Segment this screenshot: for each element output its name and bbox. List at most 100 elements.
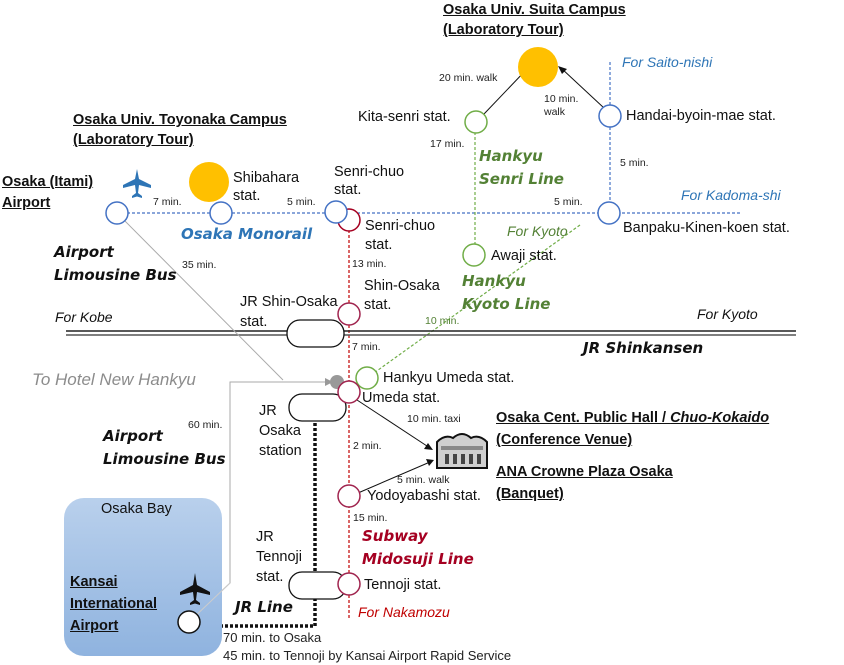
suita-campus-subtitle: (Laboratory Tour): [443, 22, 564, 38]
time-shibahara-senri: 5 min.: [287, 196, 316, 208]
arrow-kita-senri-to-suita: [483, 69, 527, 115]
banquet-title: ANA Crowne Plaza Osaka: [496, 464, 673, 480]
line-name-jr-line: JR Line: [235, 598, 293, 616]
direction-hotel-new-hankyu[interactable]: To Hotel New Hankyu: [32, 370, 196, 389]
line-name-limousine-bottom-1: Airport: [103, 427, 163, 445]
label-handai-byoin-mae: Handai-byoin-mae stat.: [626, 108, 776, 124]
itami-airport-title-2: Airport: [2, 195, 51, 211]
jr-shin-osaka-station: [286, 319, 345, 348]
line-name-monorail: Osaka Monorail: [181, 225, 313, 243]
arrowhead: [424, 443, 433, 450]
arrow-yodoyabashi-to-venue: [357, 461, 431, 494]
time-jr-70: 70 min. to Osaka: [223, 630, 322, 645]
station-kansai-airport[interactable]: [177, 610, 201, 634]
venue-title-italic: Chuo-Kokaido: [670, 410, 770, 426]
venue-title-plain: Osaka Cent. Public Hall /: [496, 410, 671, 426]
time-subway-15: 15 min.: [353, 512, 388, 524]
direction-saito-nishi: For Saito-nishi: [622, 54, 713, 70]
direction-kyoto-hankyu: For Kyoto: [507, 223, 568, 239]
time-walk-5: 5 min. walk: [397, 474, 450, 486]
toyonaka-campus-title: Osaka Univ. Toyonaka Campus: [73, 112, 287, 128]
time-handai-walk-2: walk: [544, 106, 566, 118]
arrowhead: [426, 459, 434, 466]
jr-osaka-station: [288, 393, 347, 422]
direction-kobe: For Kobe: [55, 309, 113, 325]
label-jr-tennoji-3: stat.: [256, 569, 284, 585]
time-taxi-10: 10 min. taxi: [407, 413, 461, 425]
label-tennoji: Tennoji stat.: [364, 577, 442, 593]
time-subway-2: 2 min.: [353, 440, 382, 452]
label-jr-tennoji-1: JR: [256, 529, 274, 545]
label-senri-chuo-mono-1: Senri-chuo: [334, 164, 405, 180]
station-senri-chuo-monorail[interactable]: [324, 200, 348, 224]
time-itami-shibahara: 7 min.: [153, 196, 182, 208]
label-jr-osaka-2: Osaka: [259, 423, 301, 439]
suita-campus-title: Osaka Univ. Suita Campus: [443, 2, 626, 18]
label-umeda: Umeda stat.: [362, 390, 441, 406]
time-hankyu-10: 10 min.: [425, 315, 460, 327]
label-jr-osaka-1: JR: [259, 403, 277, 419]
time-senri-banpaku: 5 min.: [554, 196, 583, 208]
toyonaka-campus-subtitle: (Laboratory Tour): [73, 132, 194, 148]
time-subway-7: 7 min.: [352, 341, 381, 353]
time-kita-senri-walk: 20 min. walk: [439, 72, 498, 84]
label-senri-chuo-mono-2: stat.: [334, 182, 362, 198]
line-name-limousine-top-1: Airport: [54, 243, 114, 261]
hankyu-kyoto-line: [366, 224, 581, 379]
station-itami[interactable]: [105, 201, 129, 225]
building-icon-venue: [436, 433, 488, 469]
time-senri-17: 17 min.: [430, 138, 465, 150]
itami-airport-title: Osaka (Itami): [2, 174, 94, 190]
kansai-airport-title-3: Airport: [70, 618, 119, 634]
airplane-icon-itami: [123, 169, 151, 198]
label-senri-chuo-sub-2: stat.: [365, 237, 393, 253]
station-shibahara[interactable]: [209, 201, 233, 225]
time-subway-13: 13 min.: [352, 258, 387, 270]
label-shibahara-2: stat.: [233, 188, 261, 204]
line-name-shinkansen: JR Shinkansen: [583, 339, 704, 357]
station-shin-osaka[interactable]: [337, 302, 361, 326]
banquet-subtitle: (Banquet): [496, 486, 564, 502]
label-shin-osaka-2: stat.: [364, 297, 392, 313]
station-handai-byoin-mae[interactable]: [598, 104, 622, 128]
venue-title: Osaka Cent. Public Hall / Chuo-Kokaido: [496, 408, 769, 428]
arrow-handai-to-suita: [560, 67, 605, 109]
label-hankyu-umeda: Hankyu Umeda stat.: [383, 370, 515, 386]
station-yodoyabashi[interactable]: [337, 484, 361, 508]
line-name-hankyu-senri-1: Hankyu: [479, 147, 543, 165]
direction-kyoto-jr: For Kyoto: [697, 306, 758, 322]
station-hankyu-umeda[interactable]: [355, 366, 379, 390]
toyonaka-campus-marker: [189, 162, 229, 202]
station-awaji[interactable]: [462, 243, 486, 267]
limousine-bus-route-itami: [116, 212, 284, 381]
suita-campus-marker: [518, 47, 558, 87]
airplane-icon-kansai: [180, 573, 210, 605]
station-banpaku[interactable]: [597, 201, 621, 225]
station-tennoji[interactable]: [337, 572, 361, 596]
kansai-airport-title: Kansai: [70, 574, 118, 590]
time-handai-walk-1: 10 min.: [544, 93, 579, 105]
line-name-midosuji-1: Subway: [362, 527, 428, 545]
direction-kadoma-shi: For Kadoma-shi: [681, 187, 781, 203]
hotel-arrow-head: [325, 378, 333, 386]
label-jr-shin-osaka-1: JR Shin-Osaka: [240, 294, 338, 310]
station-kita-senri[interactable]: [464, 110, 488, 134]
direction-nakamozu: For Nakamozu: [358, 604, 450, 620]
line-name-hankyu-kyoto-1: Hankyu: [462, 272, 526, 290]
line-name-limousine-top-2: Limousine Bus: [54, 266, 177, 284]
label-shin-osaka-1: Shin-Osaka: [364, 278, 440, 294]
time-bus-35: 35 min.: [182, 259, 217, 271]
jr-line-route: [200, 418, 317, 628]
label-shibahara-1: Shibahara: [233, 170, 300, 186]
label-banpaku: Banpaku-Kinen-koen stat.: [623, 220, 790, 236]
line-name-hankyu-kyoto-2: Kyoto Line: [462, 295, 551, 313]
label-kita-senri: Kita-senri stat.: [358, 109, 451, 125]
arrow-umeda-to-venue: [356, 399, 431, 449]
station-umeda[interactable]: [337, 380, 361, 404]
line-name-limousine-bottom-2: Limousine Bus: [103, 450, 226, 468]
label-jr-osaka-3: station: [259, 443, 302, 459]
label-yodoyabashi: Yodoyabashi stat.: [367, 488, 481, 504]
venue-subtitle: (Conference Venue): [496, 432, 633, 448]
label-senri-chuo-sub-1: Senri-chuo: [365, 218, 436, 234]
